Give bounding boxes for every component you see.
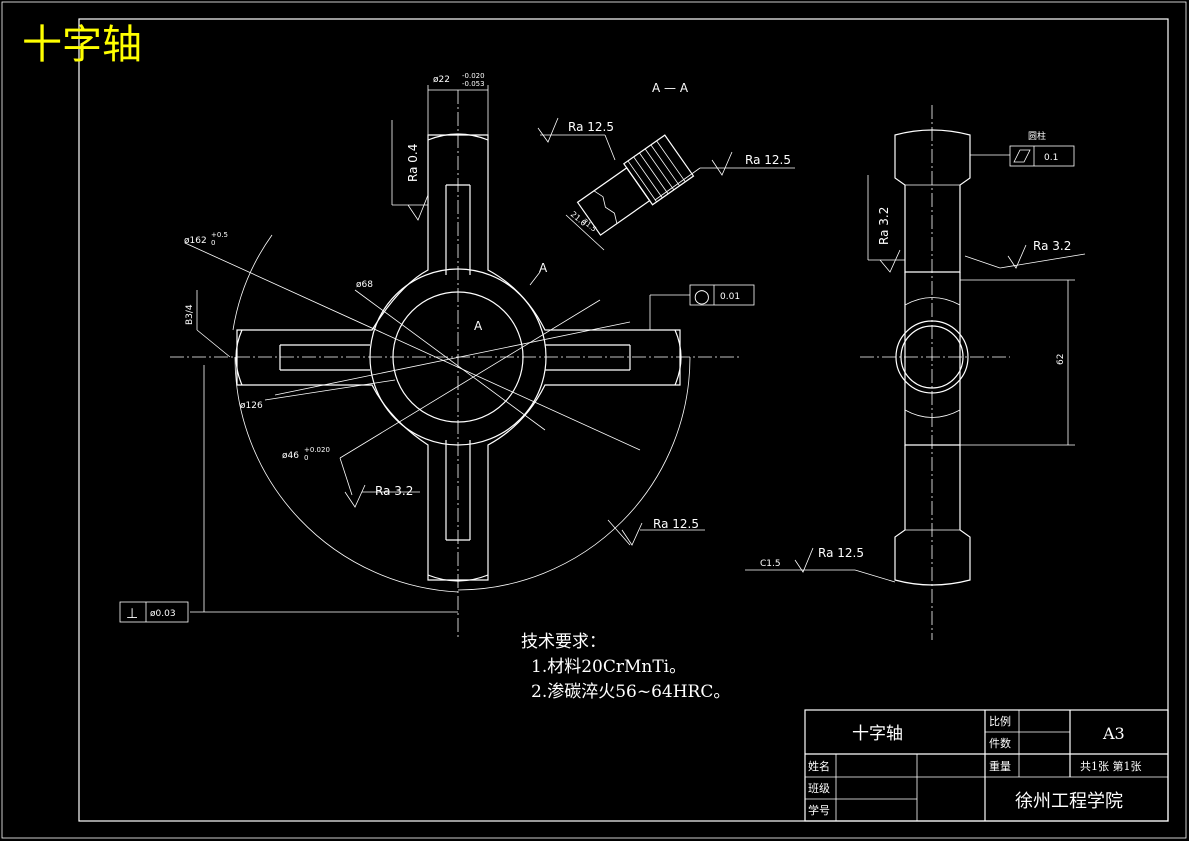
dim-d126: ø126: [240, 401, 263, 411]
drawing-title: 十字轴: [22, 22, 142, 68]
dim-d162-zero: 0: [211, 239, 215, 247]
tb-scale-label: 比例: [989, 714, 1011, 728]
dim-top-tol-upper: -0.020: [462, 72, 485, 80]
dim-b34: B3/4: [185, 304, 195, 325]
front-view: A A ø22 -0.020 -0.053 Ra 0.4 ø162 +0.5 0…: [119, 72, 755, 640]
tb-weight-label: 重量: [989, 759, 1011, 773]
dim-62: 62: [1056, 354, 1066, 365]
tb-class-label: 班级: [808, 782, 830, 795]
tb-sheet-count: 共1张 第1张: [1080, 759, 1142, 773]
dim-d46-tol: +0.020: [304, 446, 330, 454]
dim-d162: ø162: [184, 236, 207, 246]
perp-value: ø0.03: [150, 609, 176, 619]
req-heading: 技术要求：: [521, 632, 606, 652]
tb-school: 徐州工程学院: [1015, 791, 1123, 812]
tech-requirements: 技术要求： 1.材料20CrMnTi。 2.渗碳淬火56~64HRC。: [521, 632, 730, 702]
ra32-side-right: Ra 3.2: [1033, 239, 1071, 253]
cyl-label: 圆柱: [1028, 130, 1046, 142]
dim-d46-zero: 0: [304, 454, 308, 462]
dim-d162-tol: +0.5: [211, 231, 228, 239]
circularity-value: 0.01: [720, 292, 740, 302]
req-item2: 2.渗碳淬火56~64HRC。: [531, 682, 730, 702]
ra125-sec-left: Ra 12.5: [568, 120, 614, 134]
circularity-symbol: ◯: [694, 289, 710, 305]
dim-c15: C1.5: [760, 559, 781, 569]
tb-name-label: 姓名: [808, 759, 830, 773]
cyl-value: 0.1: [1044, 153, 1058, 163]
dim-d68: ø68: [356, 280, 373, 290]
perp-symbol: ⊥: [126, 606, 138, 622]
section-label: A — A: [652, 81, 689, 95]
dim-d46: ø46: [282, 451, 299, 461]
ra125-sec-right: Ra 12.5: [745, 153, 791, 167]
section-marker-a1: A: [539, 261, 548, 275]
tb-qty-label: 件数: [989, 737, 1011, 750]
section-marker-a2: A: [474, 319, 483, 333]
inner-border: [78, 18, 1169, 822]
ra32-front-label: Ra 3.2: [375, 484, 413, 498]
section-a-a: A — A 21.0 21.5 Ra 12.5 Ra 12.5: [537, 81, 795, 251]
title-block: 十字轴 比例 件数 A3 姓名 重量 共1张 第1张 班级 学号 徐州工程学院: [804, 709, 1169, 822]
side-view: 62 Ra 3.2 Ra 3.2 0.1 圆柱 C1.5 Ra 12.5: [745, 105, 1086, 640]
dim-top-diameter: ø22: [433, 75, 450, 85]
ra125-side: Ra 12.5: [818, 546, 864, 560]
tb-sheet-size: A3: [1102, 724, 1125, 743]
dim-top-tol-lower: -0.053: [462, 80, 485, 88]
req-item1: 1.材料20CrMnTi。: [531, 657, 686, 677]
ra04-label: Ra 0.4: [406, 144, 420, 182]
ra125-front-label: Ra 12.5: [653, 517, 699, 531]
ra32-side-left: Ra 3.2: [877, 207, 891, 245]
tb-part-name: 十字轴: [852, 724, 903, 744]
tb-id-label: 学号: [808, 803, 830, 817]
